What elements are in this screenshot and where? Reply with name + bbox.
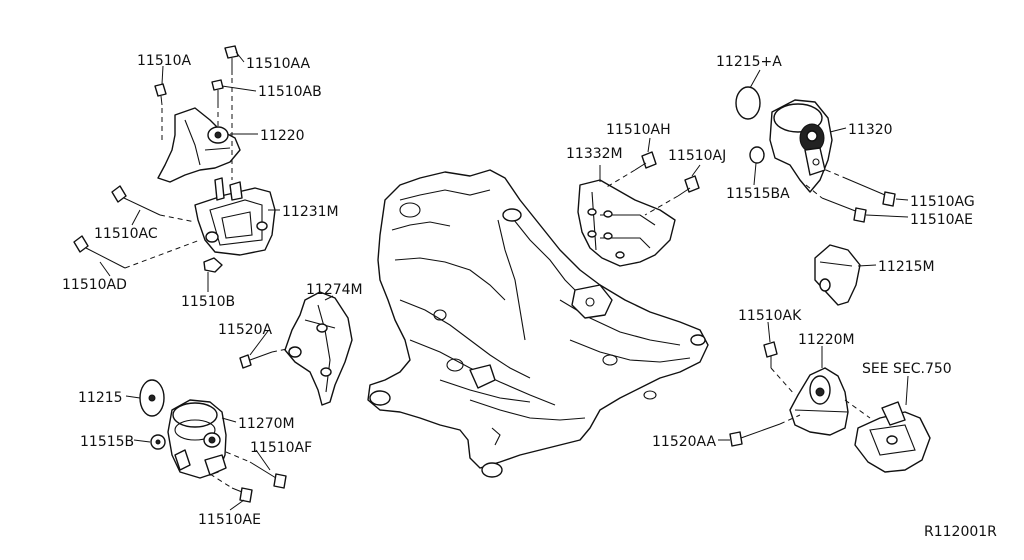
engine-mount-bracket-11274M bbox=[284, 291, 353, 406]
bolt-11510AK bbox=[763, 341, 796, 396]
label-11510AA: 11510AA bbox=[246, 56, 311, 72]
washer-11515BA bbox=[749, 146, 765, 164]
label-11510AB: 11510AB bbox=[258, 84, 322, 100]
insulator-11215M bbox=[814, 244, 861, 306]
label-11320: 11320 bbox=[848, 122, 893, 138]
label-11510AF: 11510AF bbox=[250, 440, 312, 456]
label-see-sec-750: SEE SEC.750 bbox=[862, 361, 952, 377]
label-11231M: 11231M bbox=[282, 204, 339, 220]
engine-mount-insulator-11270M bbox=[167, 399, 227, 479]
label-11520AA: 11520AA bbox=[652, 434, 717, 450]
bolt-11510AJ bbox=[644, 175, 700, 216]
bolt-11510AD bbox=[73, 235, 201, 269]
bolt-11510AG bbox=[825, 169, 896, 207]
bolt-11510A bbox=[154, 83, 167, 140]
rear-mount-bracket-11220 bbox=[157, 107, 241, 183]
bolt-11510AE-bottom bbox=[209, 473, 253, 503]
transmission-mount-bracket bbox=[844, 399, 931, 473]
label-11510AD: 11510AD bbox=[62, 277, 127, 293]
label-11510AC: 11510AC bbox=[94, 226, 158, 242]
part-labels: 11510A 11510AA 11510AB 11220 11231M 1151… bbox=[62, 53, 997, 540]
bolt-11510AE-right bbox=[805, 184, 867, 223]
engine-mount-insulator-11320 bbox=[769, 99, 833, 193]
washer-11215-A bbox=[735, 86, 761, 120]
label-11515B: 11515B bbox=[80, 434, 134, 450]
label-11274M: 11274M bbox=[306, 282, 363, 298]
leader-lines bbox=[99, 51, 909, 511]
label-11215M: 11215M bbox=[878, 259, 935, 275]
label-11220-top: 11220 bbox=[260, 128, 305, 144]
bolt-11510AB bbox=[211, 79, 224, 130]
label-11220M: 11220M bbox=[798, 332, 855, 348]
bolt-11520A bbox=[239, 347, 293, 369]
label-11510AG: 11510AG bbox=[910, 194, 975, 210]
bolt-11510AA bbox=[224, 45, 239, 180]
bolt-11510AC bbox=[111, 185, 196, 223]
label-11510AH: 11510AH bbox=[606, 122, 671, 138]
bolt-11510AH bbox=[604, 151, 657, 189]
label-11510AE-bottom: 11510AE bbox=[198, 512, 261, 528]
washer-11215 bbox=[139, 379, 165, 417]
front-suspension-member bbox=[367, 169, 709, 478]
diagram-id: R112001R bbox=[924, 524, 997, 540]
label-11215-A: 11215+A bbox=[716, 54, 782, 70]
label-11332M: 11332M bbox=[566, 146, 623, 162]
label-11270M: 11270M bbox=[238, 416, 295, 432]
label-11520A: 11520A bbox=[218, 322, 273, 338]
washer-11515B bbox=[150, 434, 166, 450]
bolt-11520AA bbox=[729, 414, 801, 447]
engine-mount-insulator-11220M bbox=[789, 367, 849, 436]
engine-mount-bracket-11231M bbox=[194, 177, 276, 273]
bolt-11510AF bbox=[225, 451, 287, 489]
label-11510A: 11510A bbox=[137, 53, 192, 69]
label-11510AK: 11510AK bbox=[738, 308, 802, 324]
bracket-11332M bbox=[577, 179, 676, 267]
label-11510AE-right: 11510AE bbox=[910, 212, 973, 228]
label-11510B: 11510B bbox=[181, 294, 235, 310]
label-11510AJ: 11510AJ bbox=[668, 148, 726, 164]
label-11515BA: 11515BA bbox=[726, 186, 790, 202]
label-11215: 11215 bbox=[78, 390, 123, 406]
